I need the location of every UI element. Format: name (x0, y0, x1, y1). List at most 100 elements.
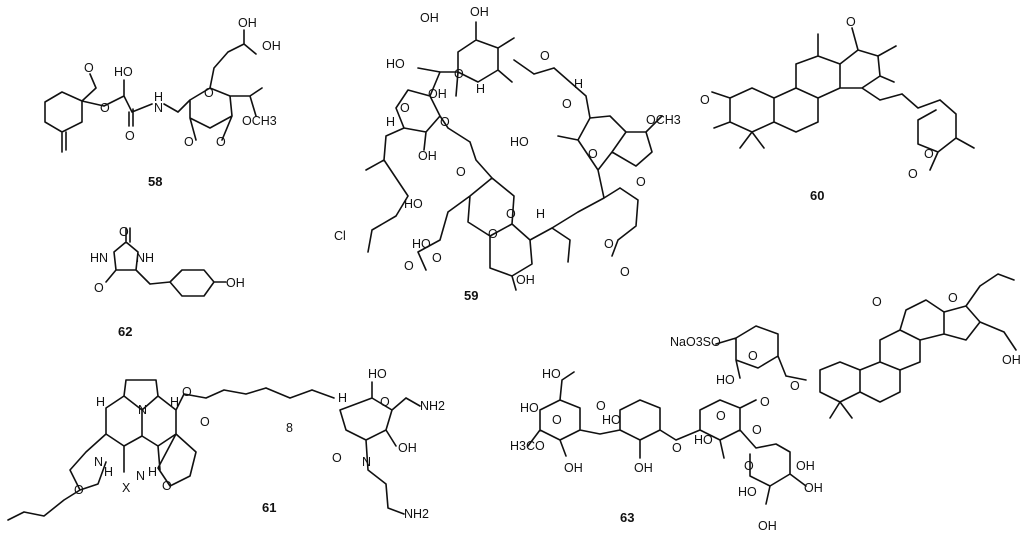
compound-62-label-nh: NH (136, 251, 154, 265)
compound-61-label-h-n-left: H (104, 465, 113, 479)
compound-63-label-o-link-xylose: O (760, 395, 770, 409)
compound-59-label-oh-top-left: OH (420, 11, 439, 25)
compound-58-label-n: N (154, 101, 163, 115)
compound-63-number: 63 (620, 510, 634, 525)
compound-61-label-h-right: H (170, 395, 179, 409)
compound-61-bonds (7, 379, 421, 521)
compound-61-label-h-morpholine: H (338, 391, 347, 405)
compound-58-label-o-right: O (216, 135, 226, 149)
compound-59-label-h-upper: H (476, 82, 485, 96)
compound-61-label-n-plus: N (138, 403, 147, 417)
compound-60-label-o-ketone-top: O (846, 15, 856, 29)
compound-59-label-o-spiro-right: O (588, 147, 598, 161)
compound-61-label-o-lactam: O (332, 451, 342, 465)
compound-59-label-h-left: H (386, 115, 395, 129)
compound-61-label-n-left: N (94, 455, 103, 469)
compound-60-structure: O O O O 60 (700, 15, 975, 203)
compound-63-label-o-glucose: O (596, 399, 606, 413)
compound-59-label-o-acetyl-left: HO (412, 237, 431, 251)
compound-59-label-h-lower: H (536, 207, 545, 221)
compound-58-label-o-pyran: O (100, 101, 110, 115)
compound-59-label-oh-bottom: OH (516, 273, 535, 287)
compound-63-label-oh-bottom: OH (758, 519, 777, 533)
compound-63-label-oh-lower-mid: OH (796, 459, 815, 473)
compound-59-label-oh-mid: OH (428, 87, 447, 101)
compound-60-bonds (711, 27, 975, 171)
compound-61-label-o-morpholine: O (380, 395, 390, 409)
compound-61-label-o-ester: O (200, 415, 210, 429)
compound-59-label-ho-upper: HO (386, 57, 405, 71)
compound-59-label-o-ring-lower: O (488, 227, 498, 241)
compound-63-label-ho-glucose: HO (602, 413, 621, 427)
compound-63-label-o-xylose: O (748, 349, 758, 363)
compound-59-label-o-carbonyl: O (456, 165, 466, 179)
compound-58-label-o-carbonyl: O (125, 129, 135, 143)
compound-61-label-chain-subscript: 8 (286, 421, 293, 435)
compound-59-label-o-acetyl-right-carbonyl: O (620, 265, 630, 279)
compound-58-bonds (44, 29, 263, 153)
compound-59-number: 59 (464, 288, 478, 303)
compound-62-label-o-top: O (119, 225, 129, 239)
compound-63-structure: NaO3SO O HO O O OH HO O O HO HO O H3CO O… (510, 273, 1021, 533)
compound-63-label-naso3o: NaO3SO (670, 335, 721, 349)
compound-63-label-o-aglycone-link: O (790, 379, 800, 393)
compound-61-label-o-right-ring: O (162, 479, 172, 493)
compound-59-bonds (365, 21, 663, 291)
compound-61-structure: H H N O O 8 N N H H X O O H HO O NH2 OH … (7, 367, 445, 521)
compound-62-structure: O HN NH O OH 62 (90, 225, 245, 339)
compound-58-label-o-ring: O (204, 86, 214, 100)
compound-58-label-o-left: O (184, 135, 194, 149)
compound-62-label-hn: HN (90, 251, 108, 265)
compound-60-label-o-lactone-ring: O (924, 147, 934, 161)
compound-59-label-o-ester: O (440, 115, 450, 129)
compound-63-label-oh-glucose: OH (634, 461, 653, 475)
compound-63-label-o-lactone-carbonyl: O (872, 295, 882, 309)
compound-63-label-ho-ch2oh: HO (542, 367, 561, 381)
compound-58-label-o-methoxy: O (84, 61, 94, 75)
compound-60-label-o-lactone-carbonyl: O (908, 167, 918, 181)
compound-59-label-oh-chain: HO (404, 197, 423, 211)
compound-63-label-oh-methylglucose: OH (564, 461, 583, 475)
compound-63-label-ho-methylglucose: HO (520, 401, 539, 415)
compound-61-label-nh2-bottom: NH2 (404, 507, 429, 521)
compound-63-bonds (527, 273, 1017, 505)
compound-59-label-oh-lower: OH (418, 149, 437, 163)
compound-63-label-o-quinovose-link: O (752, 423, 762, 437)
compound-61-label-counterion: X (122, 481, 131, 495)
compound-63-label-ho-lower-xylose: HO (738, 485, 757, 499)
compound-59-label-o-top-right: O (540, 49, 550, 63)
compound-63-label-h3co: H3CO (510, 439, 545, 453)
compound-60-label-o-ketone-left: O (700, 93, 710, 107)
compound-59-label-ho-right: HO (510, 135, 529, 149)
compound-63-label-o-glucose-link: O (672, 441, 682, 455)
compound-59-label-h-right: H (574, 77, 583, 91)
compound-59-label-o-ketone: O (636, 175, 646, 189)
compound-59-label-o-left-ring: O (400, 101, 410, 115)
compound-58-number: 58 (148, 174, 162, 189)
compound-61-label-ho-top: HO (368, 367, 387, 381)
compound-59-label-o-lower-ring: O (562, 97, 572, 111)
compound-62-label-o-bottom: O (94, 281, 104, 295)
compound-59-label-o-acetyl-carbonyl: O (404, 259, 414, 273)
compound-59-label-och3: OCH3 (646, 113, 681, 127)
compound-59-label-o-top-ring: O (454, 67, 464, 81)
compound-59-label-o-spiro-left: O (506, 207, 516, 221)
compound-62-label-oh: OH (226, 276, 245, 290)
compound-59-label-o-acetyl-right: O (604, 237, 614, 251)
compound-61-label-h-left: H (96, 395, 105, 409)
compound-63-label-o-quinovose: O (716, 409, 726, 423)
compound-58-label-oh-top: OH (238, 16, 257, 30)
compound-58-label-oh-right: OH (262, 39, 281, 53)
compound-59-label-cl: Cl (334, 229, 346, 243)
compound-63-label-o-lower-xylose: O (744, 459, 754, 473)
compound-59-label-oh-top: OH (470, 5, 489, 19)
compound-58-label-och3: OCH3 (242, 114, 277, 128)
compound-62-bonds (105, 227, 227, 297)
compound-63-label-ho-quinovose: HO (694, 433, 713, 447)
compound-61-label-nh2-top: NH2 (420, 399, 445, 413)
compound-58-label-h: H (154, 90, 163, 104)
compound-63-label-o-methylglucose: O (552, 413, 562, 427)
compound-63-label-oh-lower-right: OH (804, 481, 823, 495)
compound-63-label-o-lactone-ring: O (948, 291, 958, 305)
compound-62-number: 62 (118, 324, 132, 339)
